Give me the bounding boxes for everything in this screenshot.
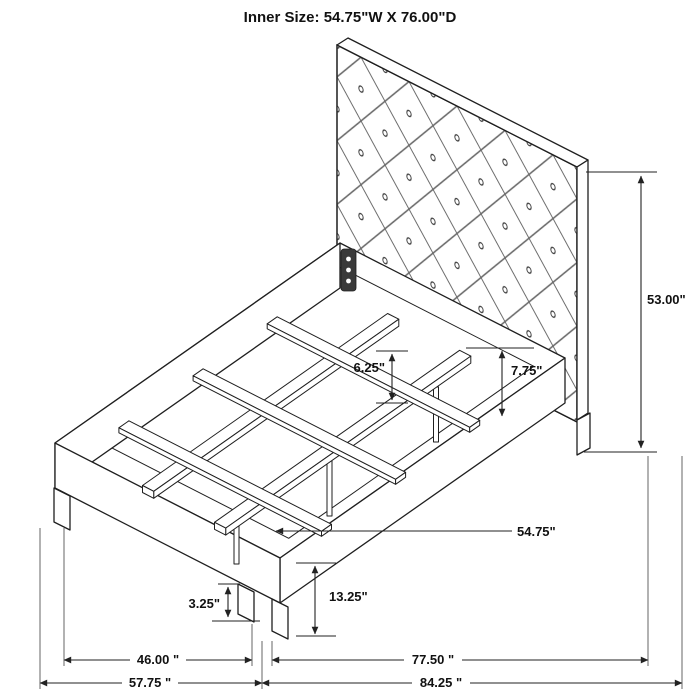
headboard-side-face [576,159,589,421]
label-backing [130,651,186,668]
dim-label-inner-depth: 77.50 " [412,652,454,667]
dim-label-headboard-height: 53.00" [647,292,686,307]
label-backing [122,674,178,691]
headboard-right-leg [576,412,591,456]
dim-slat-width: 54.75" [275,524,556,539]
dim-label-overall-width: 57.75 " [129,675,171,690]
dim-headboard-height: 53.00" [584,171,686,453]
foot-center-leg [237,583,255,623]
label-backing [412,674,470,691]
dim-inner-width: 46.00 " [63,651,253,668]
dim-leg-height: 3.25" [189,583,260,622]
front-left-leg [53,487,71,531]
mounting-bracket [340,248,357,292]
dim-label-rail-height: 7.75" [511,363,542,378]
dim-footboard-height: 13.25" [296,562,368,637]
support-rail-1-end [142,485,155,499]
slat-1-end [469,419,481,433]
bracket-hole-2 [346,267,351,273]
diagram-title: Inner Size: 54.75"W X 76.00"D [244,9,457,26]
front-right-leg [271,598,289,640]
dim-label-leg-height: 3.25" [189,596,220,611]
dim-label-footboard-height: 13.25" [329,589,368,604]
bracket-hole-3 [346,278,351,284]
extension-lines [39,456,683,689]
support-rail-2-end [214,521,227,536]
dim-label-inner-width: 46.00 " [137,652,179,667]
slat-2-end [395,471,407,485]
dim-overall-depth: 84.25 " [261,674,683,691]
support-leg-3 [233,525,240,565]
dim-label-support-height: 6.25" [354,360,385,375]
dim-support-height: 6.25" [354,350,408,404]
cross-slats [118,316,481,537]
dim-overall-width: 57.75 " [39,674,263,691]
dim-label-overall-depth: 84.25 " [420,675,462,690]
label-backing [404,651,462,668]
dim-rail-height: 7.75" [466,347,542,417]
bracket-hole-1 [346,256,351,262]
slat-3-end [321,523,332,537]
support-leg-2 [326,460,333,517]
dim-inner-depth: 77.50 " [271,651,649,668]
dim-label-slat-width: 54.75" [517,524,556,539]
